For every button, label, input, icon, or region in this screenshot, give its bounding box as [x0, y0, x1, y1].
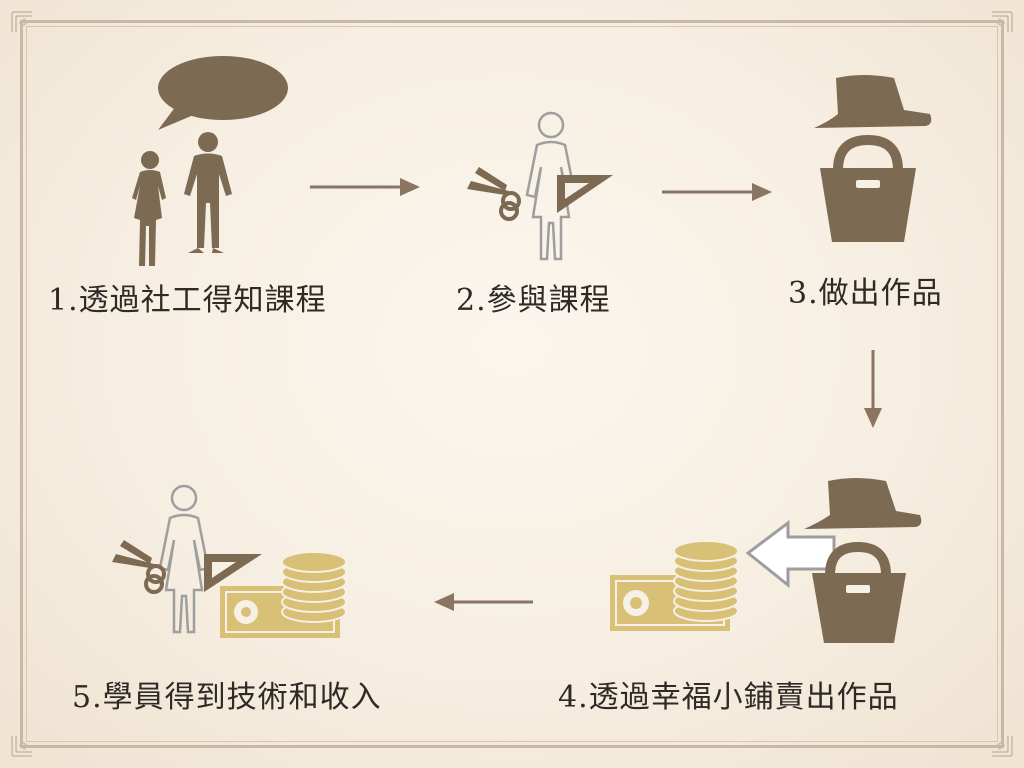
step4-illustration [610, 478, 922, 643]
step-4-label: 4.透過幸福小鋪賣出作品 [558, 680, 899, 715]
basket-icon [820, 134, 916, 242]
arrow-right-icon [662, 183, 772, 201]
woman-with-tools-icon [112, 484, 262, 634]
speech-bubble-icon [158, 56, 288, 130]
corner-ornament-icon [11, 736, 32, 757]
arrow-down-icon [864, 350, 882, 428]
corner-ornament-icon [11, 11, 32, 32]
corner-ornament-icon [992, 11, 1013, 32]
people-icon [132, 132, 232, 266]
money-coins-icon [610, 540, 739, 631]
step1-illustration [132, 56, 288, 266]
arrow-left-icon [434, 593, 533, 611]
hat-icon [804, 478, 922, 529]
page-frame-inner [26, 26, 998, 742]
step-2-label: 2.參與課程 [456, 283, 611, 318]
basket-icon [812, 541, 906, 643]
woman-with-tools-icon [467, 111, 613, 261]
corner-ornament-icon [992, 736, 1013, 757]
step-1-label: 1.透過社工得知課程 [48, 283, 327, 318]
money-coins-icon [220, 551, 347, 638]
step-5-label: 5.學員得到技術和收入 [72, 680, 382, 715]
hat-icon [814, 75, 932, 128]
chevron-arrow-icon [745, 520, 836, 589]
step3-illustration [814, 75, 932, 242]
step-3-label: 3.做出作品 [788, 276, 943, 311]
arrow-right-icon [310, 178, 420, 196]
step5-illustration [112, 484, 347, 638]
page-frame [20, 20, 1004, 748]
